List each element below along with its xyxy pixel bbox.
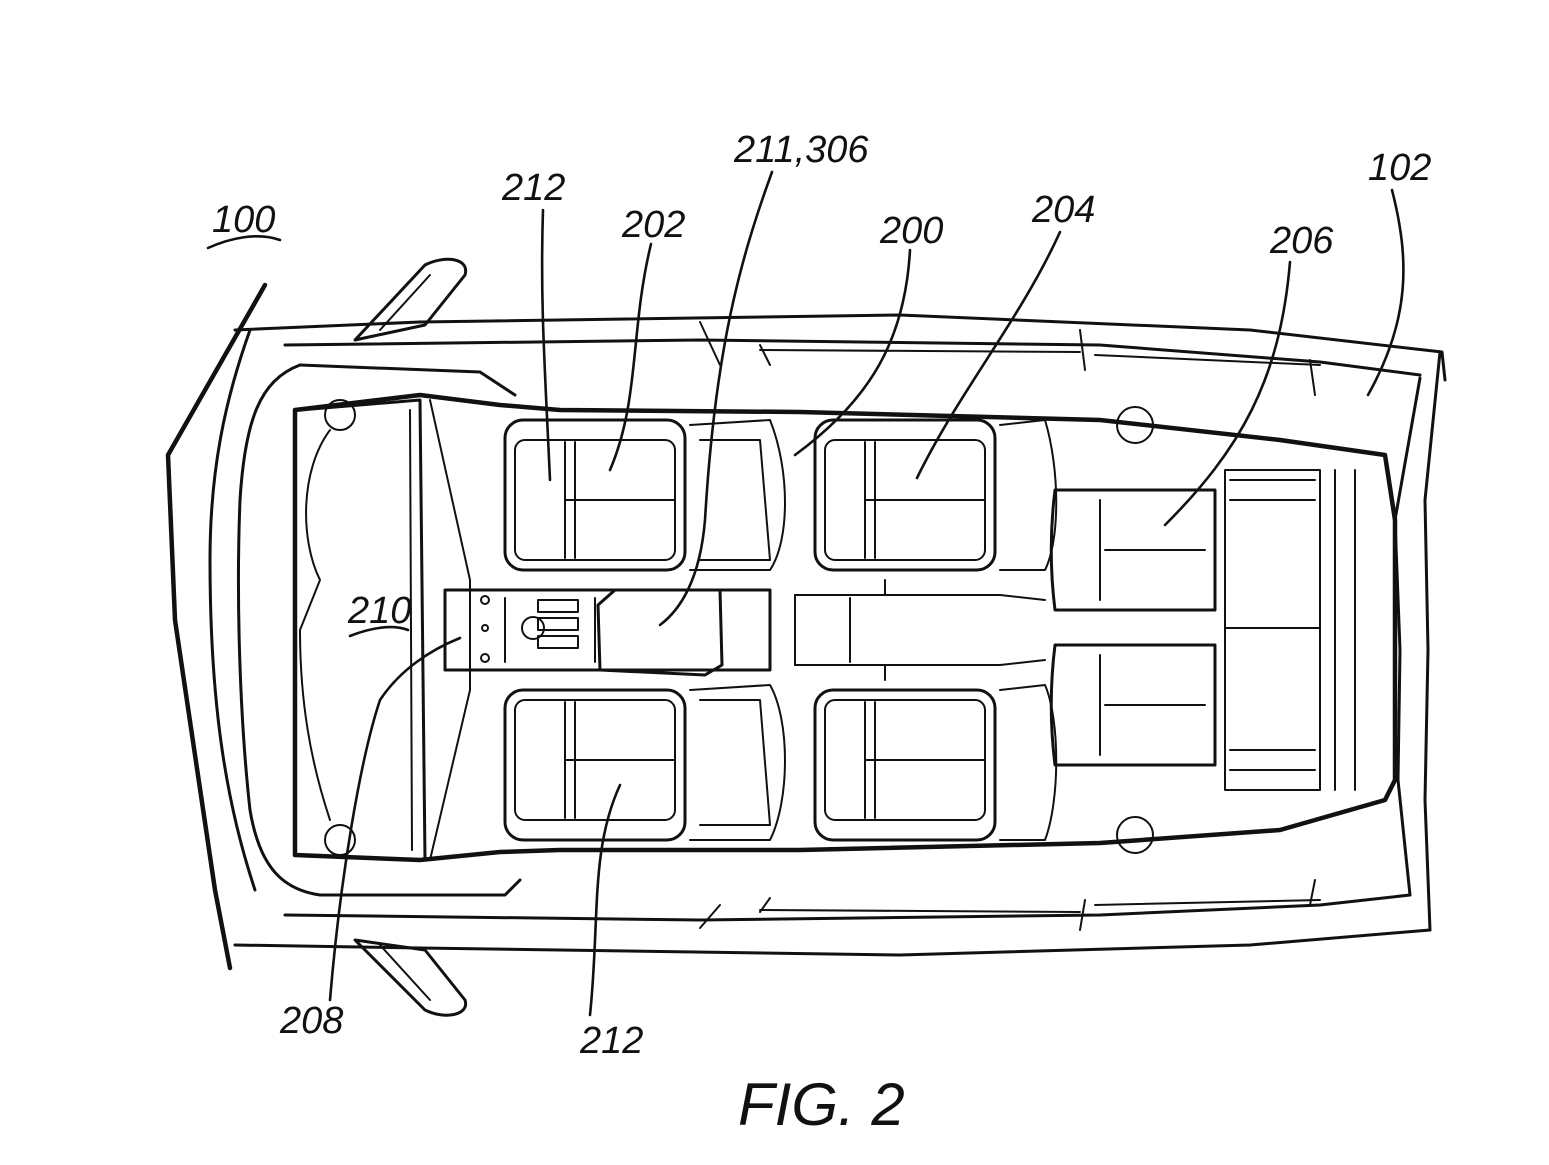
- leader-202: [608, 242, 653, 472]
- label-module: 211,306: [733, 129, 869, 171]
- label-vehicle: 100: [212, 199, 275, 241]
- cabin-outline: [292, 392, 1398, 863]
- leader-102: [1366, 188, 1405, 397]
- label-body: 102: [1368, 147, 1431, 189]
- label-middle-seat: 204: [1031, 189, 1095, 231]
- leader-212-top: [540, 208, 552, 482]
- leader-212-bottom: [588, 783, 622, 1017]
- label-interior: 200: [879, 210, 943, 252]
- front-seat-top: [503, 418, 786, 572]
- leader-lines: [206, 170, 1405, 1017]
- label-front-seat: 202: [621, 204, 685, 246]
- vehicle-body: [165, 282, 1447, 971]
- rear-bench: [1049, 406, 1356, 854]
- leader-204: [915, 230, 1062, 480]
- underline-100: [206, 234, 282, 250]
- leader-200: [793, 248, 912, 457]
- leader-206: [1163, 260, 1292, 527]
- middle-seat-top: [813, 418, 1058, 572]
- underline-210: [348, 625, 410, 638]
- side-mirror-bottom: [353, 938, 468, 1017]
- side-mirror-top: [353, 257, 468, 342]
- floor-channel: [794, 579, 1046, 681]
- middle-seat-bottom: [813, 684, 1058, 842]
- label-console: 208: [279, 1000, 343, 1042]
- label-dashboard: 210: [347, 590, 411, 632]
- leader-211-306: [658, 170, 774, 627]
- leader-208: [328, 636, 462, 1002]
- label-rear-seat: 206: [1269, 220, 1334, 262]
- module: [596, 588, 724, 677]
- front-seat-bottom: [503, 684, 786, 842]
- label-seat-ref-bottom: 212: [579, 1020, 643, 1062]
- label-seat-ref-top: 212: [501, 167, 565, 209]
- figure-caption: FIG. 2: [738, 1071, 905, 1138]
